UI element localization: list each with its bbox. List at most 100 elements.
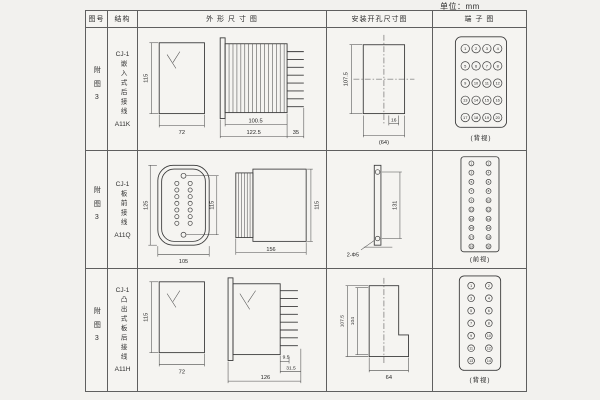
terminal-circle [493, 44, 503, 54]
terminal-number: 7 [470, 321, 472, 325]
dim-cutout-offset: 16 [391, 117, 397, 123]
terminal-circle [482, 95, 492, 105]
dim-base-height: 125 [143, 200, 149, 209]
terminal-number: 8 [488, 321, 490, 325]
terminal-number: 10 [474, 81, 479, 86]
terminal-number: 16 [496, 98, 501, 103]
terminal-circle [467, 282, 475, 290]
terminal-number: 3 [486, 46, 489, 51]
terminal-number: 19 [485, 115, 489, 120]
terminal-circle [485, 187, 492, 194]
install-dimensions: 107.5 16 (64) [344, 44, 405, 146]
terminal-circle [482, 61, 492, 71]
terminal-circle [468, 215, 475, 222]
terminal-number: 1 [470, 284, 472, 288]
terminal-number: 3 [470, 297, 472, 301]
terminal-circle [460, 44, 470, 54]
dim-pin-pitch: 9.5 [283, 355, 290, 361]
terminal-number: 5 [470, 309, 472, 313]
header-row: 图号 结构 外 形 尺 寸 图 安装开孔尺寸图 端 子 图 [85, 10, 527, 28]
header-install: 安装开孔尺寸图 [326, 10, 433, 28]
structure-cell: CJ-1 凸出式板后接线 A11H [107, 268, 138, 392]
terminal-number: 6 [475, 63, 478, 68]
terminal-number: 17 [463, 115, 467, 120]
outline-drawing-a11k: 115 72 [143, 37, 305, 139]
table-row-a11k: 附图3 CJ-1 嵌入式后接线 A11K 115 [85, 27, 527, 151]
terminal-number: 13 [469, 359, 473, 363]
dim-height-outer: 107.5 [340, 315, 346, 328]
model-label: CJ-1 [115, 286, 130, 294]
mounting-hole-top [180, 172, 187, 179]
terminal-number: 14 [474, 98, 479, 103]
mounting-hole-bottom [374, 235, 381, 241]
install-dimensions: 131 2-Φ5 [347, 171, 402, 258]
view-label: (背视) [471, 133, 492, 142]
terminal-plate [460, 155, 500, 252]
structure-desc: 板前接线 [119, 189, 127, 228]
terminal-circle [471, 95, 481, 105]
terminal-circle [468, 187, 475, 194]
type-code: A11K [114, 120, 131, 128]
terminal-number: 2 [475, 46, 477, 51]
figure-number: 附图3 [93, 65, 101, 108]
install-drawing-a11q: 131 2-Φ5 [347, 164, 402, 258]
terminal-circle [471, 61, 481, 71]
type-code: A11H [114, 366, 131, 374]
terminal-circle [460, 95, 470, 105]
terminal-circle [467, 319, 475, 327]
terminal-circle [482, 112, 492, 123]
base-terminal-holes [174, 180, 193, 226]
terminal-circle [485, 196, 492, 203]
terminal-circle [485, 344, 493, 352]
terminal-number: 3 [471, 170, 473, 174]
panel-flange [227, 277, 234, 361]
terminal-number: 20 [496, 115, 501, 120]
outline-cell: 115 72 [137, 27, 327, 151]
terminal-number: 5 [471, 179, 473, 183]
side-view [219, 37, 304, 119]
dim-depth: 156 [266, 246, 275, 252]
terminal-circle [468, 169, 475, 175]
mounting-hole-bottom [180, 231, 187, 238]
unit-label: 单位：mm [440, 2, 480, 11]
dim-side-height: 115 [315, 200, 321, 209]
view-label: (背视) [470, 375, 491, 384]
install-cell: 131 2-Φ5 [326, 150, 433, 269]
terminal-number: 12 [487, 207, 491, 211]
terminal-circle [485, 356, 493, 365]
terminal-circle [493, 78, 503, 88]
terminal-number: 16 [487, 226, 491, 230]
terminal-circle [460, 61, 470, 71]
structure-desc: 凸出式板后接线 [119, 295, 127, 363]
terminal-circle [468, 160, 475, 166]
terminal-number: 11 [469, 346, 473, 350]
install-cell: 107.5 104 64 [326, 268, 433, 392]
terminal-circle [485, 294, 493, 302]
figure-number-cell: 附图3 [85, 268, 108, 392]
terminal-circle [471, 112, 481, 123]
dim-hole-spacing: 131 [393, 200, 399, 209]
install-cell: 107.5 16 (64) [326, 27, 433, 151]
rear-pins [287, 51, 304, 108]
dim-height: 115 [143, 313, 149, 322]
relay-body [252, 168, 307, 242]
terminal-circle [493, 95, 503, 105]
terminal-circle [485, 224, 492, 231]
outline-drawing-a11h: 115 72 9.5 [143, 277, 302, 384]
terminal-number: 4 [488, 297, 490, 301]
terminal-number: 9 [471, 198, 473, 202]
dim-base-width: 105 [179, 259, 188, 265]
table-row-a11h: 附图3 CJ-1 凸出式板后接线 A11H 115 [85, 268, 527, 392]
dim-cutout-width: 64 [386, 375, 392, 381]
terminal-circle [468, 178, 475, 185]
terminal-circle [485, 206, 492, 212]
terminal-circle [467, 344, 475, 352]
terminal-number: 7 [486, 63, 488, 68]
install-dimensions: 107.5 104 64 [340, 285, 409, 381]
terminal-number: 6 [488, 309, 490, 313]
structure-cell: CJ-1 嵌入式后接线 A11K [107, 27, 138, 151]
